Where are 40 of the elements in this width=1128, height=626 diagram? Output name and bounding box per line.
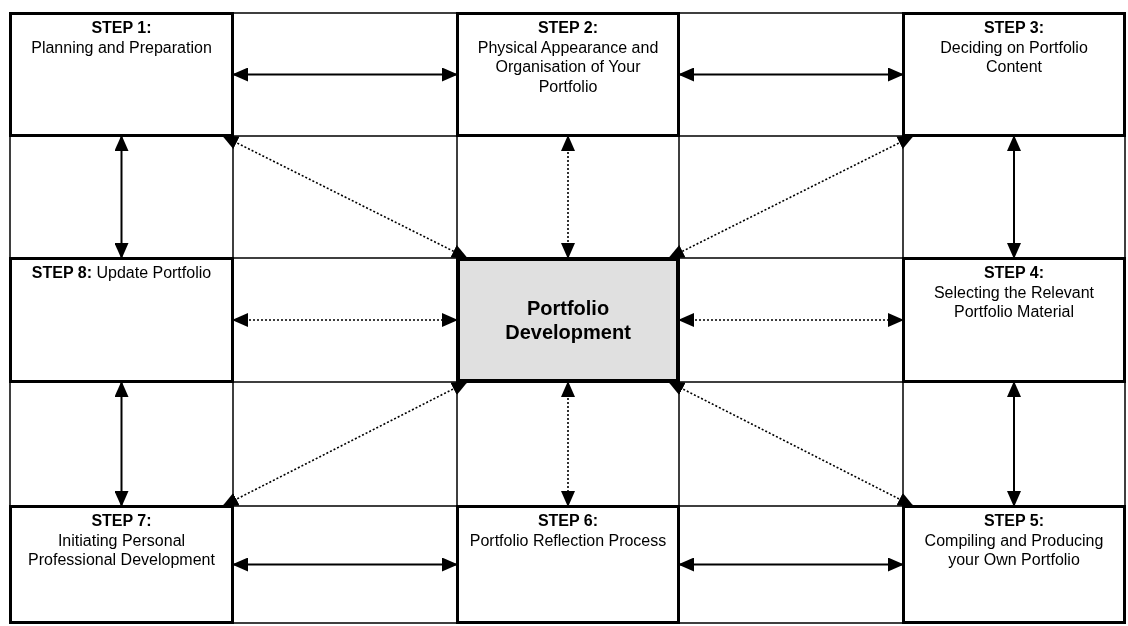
step-box: [9, 257, 234, 383]
step-description: Portfolio Reflection Process: [468, 530, 668, 551]
dotted-double-arrow: [561, 135, 575, 259]
dotted-double-arrow: [232, 313, 458, 327]
step-description: STEP 8: Update Portfolio: [30, 263, 213, 283]
step-box: [9, 12, 234, 137]
step-box: [9, 505, 234, 624]
step-box: [902, 12, 1126, 137]
step-heading: STEP 4:: [982, 263, 1046, 283]
step-heading: STEP 5:: [982, 511, 1046, 531]
step-heading: STEP 7:: [90, 511, 153, 531]
dotted-double-arrow: [561, 381, 575, 507]
double-arrow: [1007, 135, 1021, 259]
double-arrow: [114, 135, 129, 259]
dotted-double-arrow: [668, 135, 914, 259]
center-box: [456, 257, 680, 383]
double-arrow: [232, 67, 458, 82]
step-description: Deciding on Portfolio Content: [939, 37, 1089, 77]
step-box: [456, 505, 680, 624]
step-description: Physical Appearance and Organisation of Your Portfolio: [476, 37, 660, 97]
dotted-double-arrow: [222, 381, 468, 507]
center-title: Portfolio Development: [504, 295, 632, 345]
step-heading: STEP 1:: [90, 18, 153, 38]
dotted-double-arrow: [668, 381, 914, 507]
double-arrow: [114, 381, 129, 507]
step-box: [902, 505, 1126, 624]
dotted-double-arrow: [222, 135, 468, 259]
double-arrow: [1007, 381, 1021, 507]
double-arrow: [232, 557, 458, 572]
step-description: Selecting the Relevant Portfolio Material: [932, 282, 1096, 322]
step-box: [456, 12, 680, 137]
step-heading: STEP 2:: [536, 18, 600, 38]
step-heading: STEP 6:: [536, 511, 600, 531]
step-box: [902, 257, 1126, 383]
step-description: Initiating Personal Professional Development: [27, 530, 216, 570]
double-arrow: [678, 557, 904, 572]
step-description: Planning and Preparation: [30, 37, 213, 58]
double-arrow: [678, 67, 904, 82]
step-description: Compiling and Producing your Own Portfolio: [923, 530, 1105, 570]
step-heading: STEP 3:: [982, 18, 1046, 38]
